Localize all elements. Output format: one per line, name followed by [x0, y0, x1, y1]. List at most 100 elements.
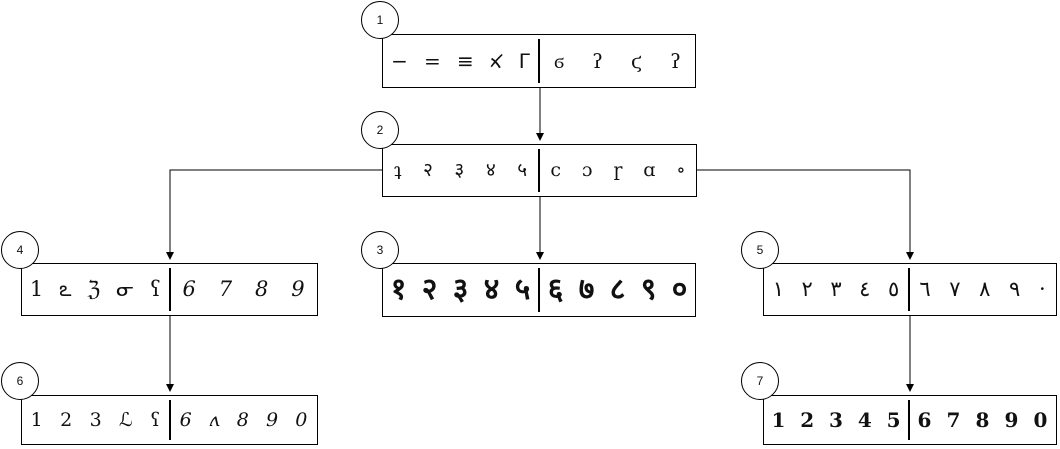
glyph: ٦ — [919, 277, 931, 301]
node-4-divider — [169, 268, 171, 311]
glyph: 9 — [1004, 408, 1019, 432]
glyph: ఽ — [59, 277, 72, 301]
glyph: = — [424, 49, 441, 73]
node-6-divider — [169, 400, 171, 440]
glyph: 0 — [295, 408, 308, 431]
node-2-box: ʇ २ ३ ४ ५ ϲ ɔ ɼ ɑ ∘ — [382, 144, 697, 197]
glyph: 1 — [771, 408, 786, 432]
glyph: ɼ — [613, 159, 623, 181]
glyph: 9 — [266, 408, 279, 431]
glyph: ʔ — [670, 49, 681, 73]
glyph: 8 — [254, 277, 269, 301]
glyph: ϛ — [631, 49, 643, 73]
glyph: ٤ — [859, 277, 871, 301]
glyph: ९ — [640, 272, 657, 307]
glyph: ʔ — [592, 49, 603, 73]
glyph: ʕ — [149, 277, 162, 301]
node-3-box: १ २ ३ ४ ५ ६ ७ ८ ९ ० — [382, 263, 696, 317]
glyph: ० — [671, 272, 688, 307]
glyph: ʇ — [393, 159, 402, 181]
glyph: ५ — [514, 272, 531, 307]
glyph: ७ — [578, 272, 595, 307]
glyph: १ — [390, 272, 407, 307]
glyph: 3 — [829, 408, 843, 432]
glyph: − — [391, 49, 408, 73]
node-4-right-glyphs: 6 7 8 9 — [171, 264, 316, 315]
node-2-left-glyphs: ʇ २ ३ ४ ५ — [383, 145, 538, 196]
node-2-divider — [538, 149, 540, 192]
node-1-number-badge: 1 — [361, 1, 399, 39]
glyph: 9 — [291, 277, 305, 301]
glyph: ١ — [772, 277, 785, 301]
node-6-number-badge: 6 — [1, 362, 39, 400]
node-2-number-badge: 2 — [361, 111, 399, 149]
glyph: · — [1038, 277, 1046, 301]
glyph: 0 — [1033, 408, 1048, 432]
node-7-box: 1 2 3 4 5 6 7 8 9 0 — [763, 395, 1057, 445]
node-6-box: 1 2 3 ℒ ʕ 6 ʌ 8 9 0 — [21, 395, 318, 445]
glyph: ٥ — [887, 277, 900, 301]
glyph: ᓂ — [116, 277, 134, 301]
glyph: 6 — [917, 408, 932, 432]
glyph: 1 — [29, 277, 44, 301]
node-4-box: 1 ఽ ℨ ᓂ ʕ 6 7 8 9 — [21, 263, 318, 316]
node-3-number-badge: 3 — [361, 231, 399, 269]
node-3-left-glyphs: १ २ ३ ४ ५ — [383, 264, 538, 316]
node-1-box: − = ≡ 𐩃 ᒥ ϭ ʔ ϛ ʔ — [382, 34, 696, 88]
glyph: ३ — [452, 272, 469, 307]
glyph: ٧ — [949, 277, 961, 301]
glyph: ϭ — [554, 49, 565, 73]
edge-2-to-5 — [697, 169, 914, 260]
node-7-right-glyphs: 6 7 8 9 0 — [910, 396, 1055, 444]
node-1-left-glyphs: − = ≡ 𐩃 ᒥ — [383, 35, 538, 87]
node-1-divider — [538, 39, 540, 83]
node-2-right-glyphs: ϲ ɔ ɼ ɑ ∘ — [540, 145, 696, 196]
glyph: ६ — [547, 272, 564, 307]
node-5-box: ١ ٢ ٣ ٤ ٥ ٦ ٧ ٨ ٩ · — [763, 263, 1057, 316]
node-4-left-glyphs: 1 ఽ ℨ ᓂ ʕ — [22, 264, 169, 315]
glyph: ५ — [517, 159, 528, 181]
edge-2-to-4 — [166, 169, 382, 260]
glyph: २ — [421, 272, 438, 307]
glyph: 5 — [886, 408, 901, 432]
glyph: 6 — [179, 408, 192, 431]
glyph: ٢ — [801, 277, 813, 301]
glyph: ८ — [609, 272, 626, 307]
glyph: ٩ — [1009, 277, 1021, 301]
node-5-divider — [908, 268, 910, 311]
glyph: 𐩃 — [489, 49, 503, 73]
glyph: ३ — [454, 159, 465, 181]
glyph: ϲ — [550, 159, 562, 181]
glyph: ʌ — [208, 408, 220, 431]
node-5-left-glyphs: ١ ٢ ٣ ٤ ٥ — [764, 264, 908, 315]
node-7-divider — [908, 400, 910, 440]
glyph: ∘ — [676, 159, 686, 181]
glyph: ٨ — [979, 277, 991, 301]
glyph: ℨ — [87, 277, 101, 301]
glyph: 4 — [857, 408, 872, 432]
glyph: 7 — [218, 277, 233, 301]
node-7-left-glyphs: 1 2 3 4 5 — [764, 396, 908, 444]
glyph: ᒥ — [518, 49, 530, 73]
glyph: ٣ — [830, 277, 842, 301]
glyph: 2 — [60, 408, 73, 431]
glyph: ʕ — [150, 408, 161, 431]
glyph: 8 — [975, 408, 990, 432]
glyph: 3 — [89, 408, 102, 431]
node-7-number-badge: 7 — [741, 362, 779, 400]
glyph: ≡ — [456, 49, 474, 73]
node-5-number-badge: 5 — [741, 231, 779, 269]
node-5-right-glyphs: ٦ ٧ ٨ ٩ · — [910, 264, 1055, 315]
glyph: ɑ — [643, 159, 656, 181]
glyph: 2 — [800, 408, 815, 432]
node-6-left-glyphs: 1 2 3 ℒ ʕ — [22, 396, 169, 444]
glyph: 1 — [30, 408, 43, 431]
node-3-right-glyphs: ६ ७ ८ ९ ० — [540, 264, 695, 316]
glyph: ४ — [485, 159, 496, 181]
glyph: ४ — [483, 272, 500, 307]
glyph: ɔ — [581, 159, 593, 181]
glyph: 6 — [182, 277, 196, 301]
node-3-divider — [538, 268, 540, 312]
